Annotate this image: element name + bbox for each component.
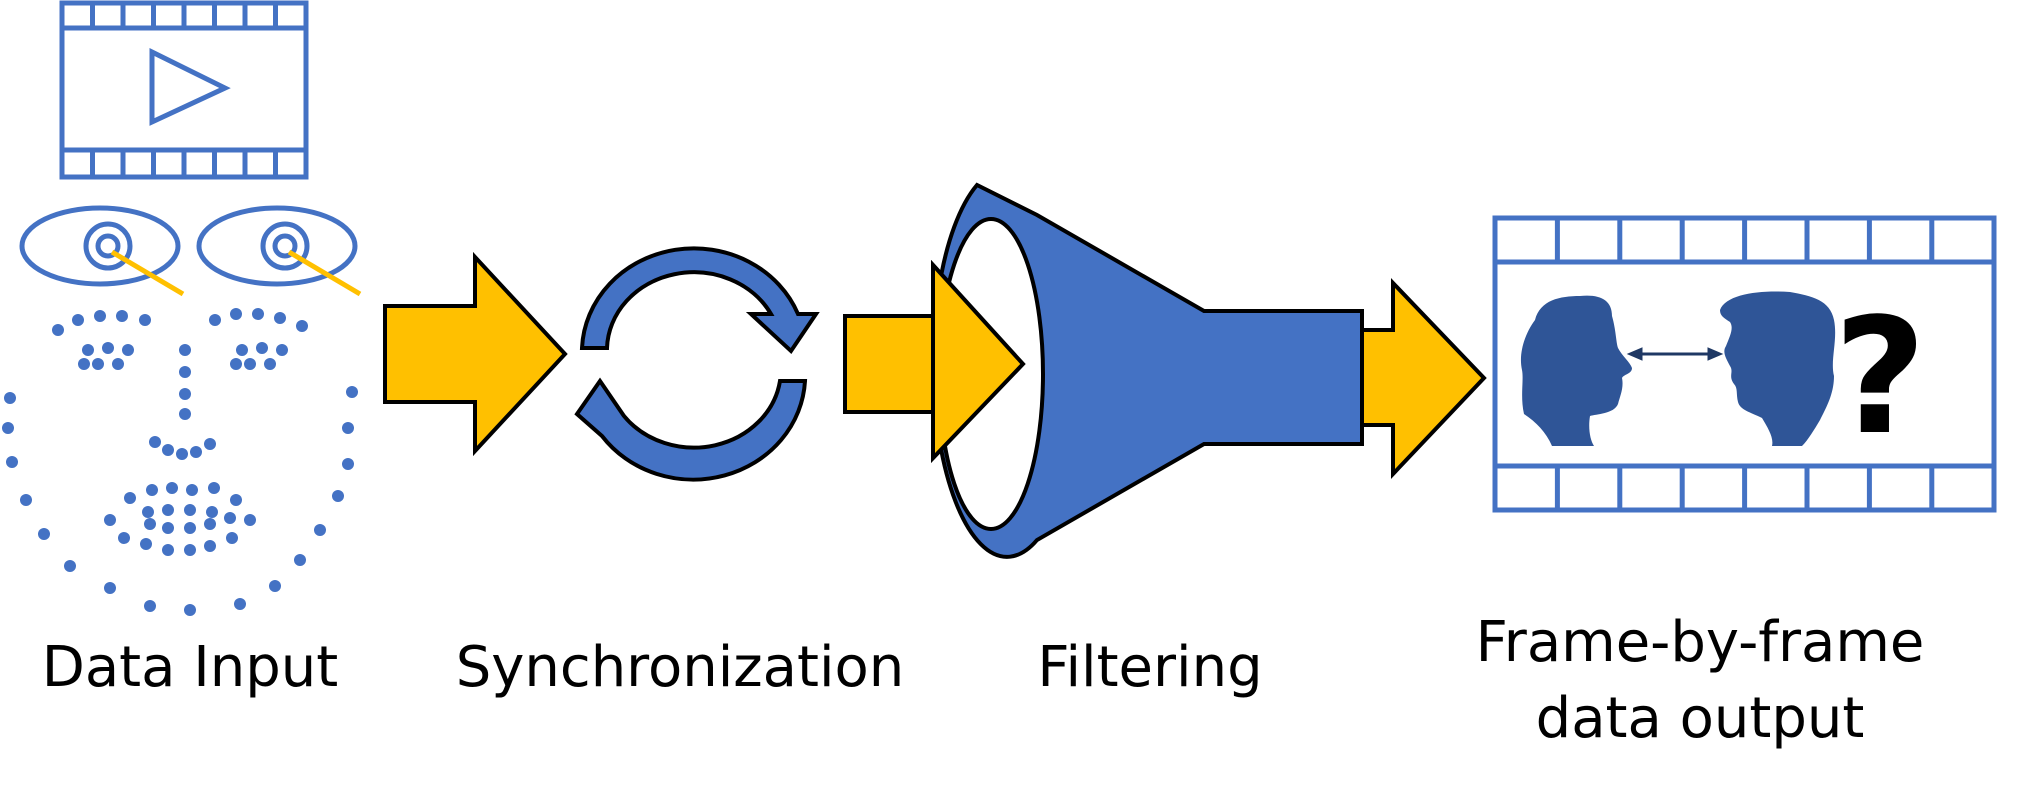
- face-landmark-dot: [144, 518, 156, 530]
- face-landmark-dot: [179, 388, 191, 400]
- face-landmark-dot: [244, 358, 256, 370]
- face-landmark-dot: [226, 532, 238, 544]
- film-strip-icon: [1492, 215, 1997, 513]
- face-landmark-dot: [206, 506, 218, 518]
- face-landmark-dot: [149, 436, 161, 448]
- flow-arrow-3: [1360, 278, 1487, 480]
- face-landmark-dot: [186, 484, 198, 496]
- double-arrow-icon: [1626, 347, 1724, 361]
- face-landmark-dot: [116, 310, 128, 322]
- face-landmark-dot: [230, 308, 242, 320]
- face-landmark-dot: [296, 320, 308, 332]
- face-landmark-dot: [162, 544, 174, 556]
- label-filtering: Filtering: [1037, 635, 1263, 700]
- face-landmark-dot: [20, 494, 32, 506]
- face-landmark-dot: [314, 524, 326, 536]
- face-landmark-dot: [82, 344, 94, 356]
- face-landmark-dot: [346, 386, 358, 398]
- question-mark-symbol: ?: [1834, 283, 1927, 470]
- face-landmark-dot: [269, 580, 281, 592]
- eye-icon-left: [19, 205, 185, 297]
- face-landmark-dot: [104, 514, 116, 526]
- face-landmark-dot: [92, 358, 104, 370]
- face-landmark-dot: [38, 528, 50, 540]
- face-landmark-dot: [2, 422, 14, 434]
- face-landmark-dot: [230, 494, 242, 506]
- face-landmark-dot: [204, 540, 216, 552]
- face-landmark-dot: [276, 344, 288, 356]
- face-landmark-dot: [236, 344, 248, 356]
- face-landmark-dot: [244, 514, 256, 526]
- face-landmark-dot: [162, 522, 174, 534]
- video-frame-icon: [59, 0, 309, 180]
- face-landmark-dot: [209, 314, 221, 326]
- face-landmark-dot: [294, 554, 306, 566]
- flow-arrow-2-head: [931, 259, 1026, 463]
- face-landmark-dot: [112, 358, 124, 370]
- face-landmark-dot: [6, 456, 18, 468]
- face-landmark-dot: [162, 444, 174, 456]
- face-landmark-dot: [139, 314, 151, 326]
- face-landmark-dot: [234, 598, 246, 610]
- face-landmark-dot: [252, 308, 264, 320]
- eye-icon-right: [196, 205, 362, 297]
- face-landmark-dot: [256, 342, 268, 354]
- label-data-input: Data Input: [41, 635, 339, 700]
- face-landmark-dot: [342, 422, 354, 434]
- face-landmark-dot: [64, 560, 76, 572]
- face-landmark-dot: [166, 482, 178, 494]
- face-landmark-dot: [184, 604, 196, 616]
- face-landmark-dot: [184, 522, 196, 534]
- face-landmark-dot: [124, 492, 136, 504]
- face-landmark-dot: [190, 446, 202, 458]
- face-landmark-dot: [179, 344, 191, 356]
- flow-arrow-1: [383, 251, 568, 457]
- cycle-arrows-icon: [574, 246, 820, 482]
- face-landmark-dot: [179, 366, 191, 378]
- label-output: Frame-by-frame data output: [1475, 610, 1925, 751]
- face-landmark-dot: [118, 532, 130, 544]
- face-landmark-dot: [264, 358, 276, 370]
- face-landmark-dot: [122, 344, 134, 356]
- face-landmark-dot: [140, 538, 152, 550]
- face-landmark-dot: [204, 438, 216, 450]
- face-landmark-dot: [52, 324, 64, 336]
- face-landmark-dot: [142, 506, 154, 518]
- face-landmark-dot: [342, 458, 354, 470]
- face-landmark-dot: [144, 600, 156, 612]
- face-landmark-dot: [208, 482, 220, 494]
- face-landmark-dot: [102, 342, 114, 354]
- head-silhouette-icon-left: [1520, 295, 1632, 446]
- face-landmark-dot: [179, 408, 191, 420]
- face-landmark-dot: [72, 314, 84, 326]
- head-silhouette-icon-right: [1720, 291, 1836, 446]
- face-landmark-dot: [78, 358, 90, 370]
- face-landmark-dot: [332, 490, 344, 502]
- face-landmark-dot: [146, 484, 158, 496]
- face-landmarks-icon: [2, 308, 358, 616]
- face-landmark-dot: [184, 544, 196, 556]
- face-landmark-dot: [94, 310, 106, 322]
- face-landmark-dot: [104, 582, 116, 594]
- face-landmark-dot: [230, 358, 242, 370]
- label-synchronization: Synchronization: [455, 635, 905, 700]
- face-landmark-dot: [224, 512, 236, 524]
- face-landmark-dot: [204, 518, 216, 530]
- face-landmark-dot: [4, 392, 16, 404]
- face-landmark-dot: [162, 504, 174, 516]
- face-landmark-dot: [274, 312, 286, 324]
- face-landmark-dot: [184, 504, 196, 516]
- face-landmark-dot: [176, 448, 188, 460]
